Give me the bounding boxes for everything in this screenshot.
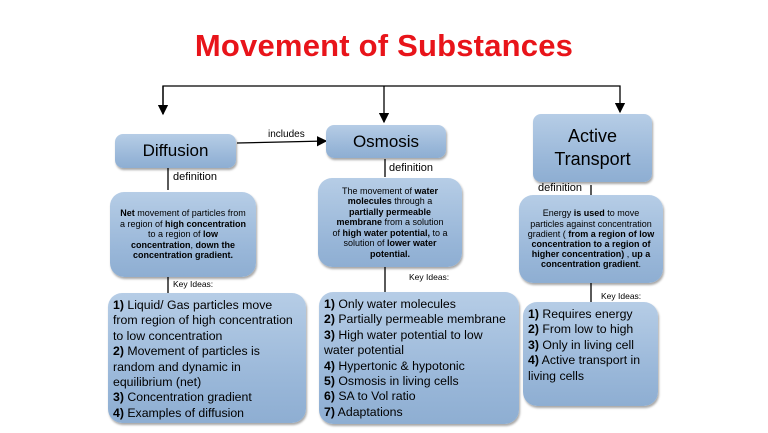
osmosis-key-idea-line: water potential <box>324 343 404 358</box>
diffusion-definition-label: definition <box>173 171 218 183</box>
osmosis-key-idea-line: 6) SA to Vol ratio <box>324 389 416 404</box>
osmosis-key-idea-line: 1) Only water molecules <box>324 297 456 311</box>
diffusion-key-idea-line: 1) Liquid/ Gas particles move <box>113 298 273 312</box>
active-transport-key-ideas-label: Key Ideas: <box>601 291 642 301</box>
includes-arrow <box>236 136 328 147</box>
diffusion-definition-text: Net movement of particles from a region … <box>119 208 247 261</box>
includes-label: includes <box>268 129 305 140</box>
diffusion-key-idea-line: from region of high concentration <box>113 313 293 328</box>
active-transport-definition: Energy is used to move particles against… <box>519 195 663 283</box>
active-transport-heading-line1: Active <box>567 126 618 146</box>
diffusion-heading: Diffusion <box>115 134 236 168</box>
osmosis-key-ideas-label: Key Ideas: <box>409 272 450 282</box>
diffusion-key-idea-line: equilibrium (net) <box>113 375 202 390</box>
osmosis-heading-text: Osmosis <box>352 131 420 151</box>
active-transport-definition-label: definition <box>538 182 583 194</box>
active-transport-key-idea-line: 3) Only in living cell <box>528 337 634 352</box>
osmosis-definition-label: definition <box>389 162 434 174</box>
active-transport-heading: Active Transport <box>533 114 652 182</box>
connector-top <box>162 85 626 114</box>
diffusion-key-idea-line: random and dynamic in <box>113 359 241 374</box>
osmosis-key-idea-line: 4) Hypertonic & hypotonic <box>324 358 465 373</box>
diffusion-key-idea-line: 4) Examples of diffusion <box>113 405 245 420</box>
active-transport-key-idea-line: 1) Requires energy <box>528 307 633 321</box>
diffusion-key-ideas-label: Key Ideas: <box>173 279 214 289</box>
osmosis-key-idea-line: 7) Adaptations <box>324 404 403 419</box>
osmosis-heading: Osmosis <box>326 125 446 158</box>
osmosis-key-idea-line: 3) High water potential to low <box>324 327 483 342</box>
osmosis-definition-text: The movement of water molecules through … <box>332 186 448 259</box>
osmosis-key-idea-line: 2) Partially permeable membrane <box>324 312 506 327</box>
active-transport-key-idea-line: 2) From low to high <box>528 322 634 337</box>
active-transport-key-idea-line: living cells <box>528 368 585 383</box>
active-transport-heading-line2: Transport <box>554 149 631 169</box>
diffusion-definition: Net movement of particles from a region … <box>110 192 256 277</box>
diffusion-heading-text: Diffusion <box>142 141 209 160</box>
diffusion-key-idea-line: 2) Movement of particles is <box>113 344 260 359</box>
osmosis-definition: The movement of water molecules through … <box>318 178 462 267</box>
diagram-title: Movement of Substances <box>194 28 574 63</box>
osmosis-key-idea-line: 5) Osmosis in living cells <box>324 374 459 389</box>
diffusion-key-idea-line: to low concentration <box>113 328 223 343</box>
active-transport-definition-text: Energy is used to move particles against… <box>527 208 655 270</box>
active-transport-key-idea-line: 4) Active transport in <box>528 353 641 368</box>
diffusion-key-idea-line: 3) Concentration gradient <box>113 390 252 405</box>
